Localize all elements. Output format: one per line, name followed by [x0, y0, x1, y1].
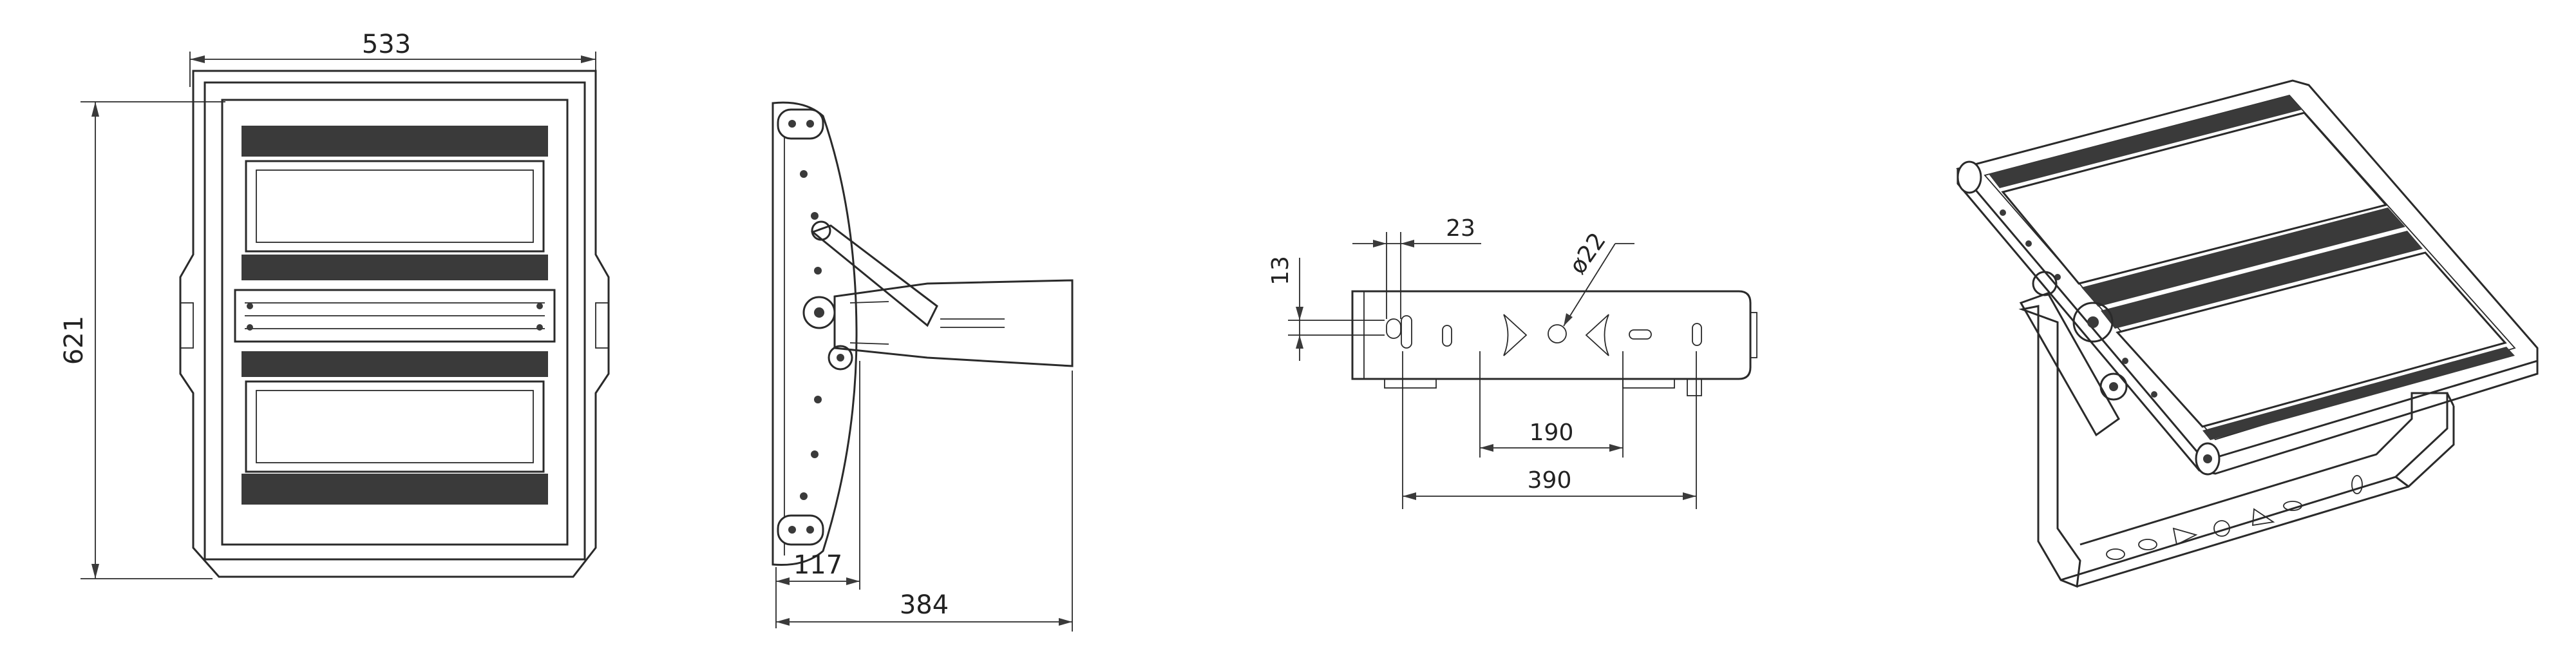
bracket-top-gap-dimension: 23: [1352, 215, 1481, 319]
bracket-hole-callout: ø22: [1563, 228, 1634, 327]
isometric-view: [1956, 79, 2539, 588]
side-offset-dimension: 117: [775, 361, 860, 628]
side-depth-label: 384: [900, 590, 949, 620]
bracket-top-gap-label: 23: [1446, 215, 1475, 242]
bracket-inner-spacing-dimension: 190: [1479, 351, 1624, 458]
bracket-outer-spacing-label: 390: [1528, 467, 1572, 494]
bracket-small-height-label: 13: [1267, 256, 1294, 285]
side-view: 117 384: [772, 101, 1074, 632]
bracket-hole-label: ø22: [1564, 228, 1611, 279]
front-height-label: 621: [59, 316, 89, 365]
side-offset-label: 117: [793, 550, 842, 580]
side-depth-dimension: 384: [776, 371, 1073, 632]
bracket-inner-spacing-label: 190: [1530, 420, 1574, 446]
bracket-small-height-dimension: 13: [1267, 256, 1385, 361]
front-width-label: 533: [362, 30, 411, 59]
front-height-dimension: 621: [59, 101, 225, 579]
front-view: 533 621: [59, 30, 610, 579]
front-width-dimension: 533: [189, 30, 596, 87]
bracket-outer-spacing-dimension: 390: [1402, 351, 1697, 509]
bracket-view: 13 23 ø22 190: [1267, 215, 1757, 509]
